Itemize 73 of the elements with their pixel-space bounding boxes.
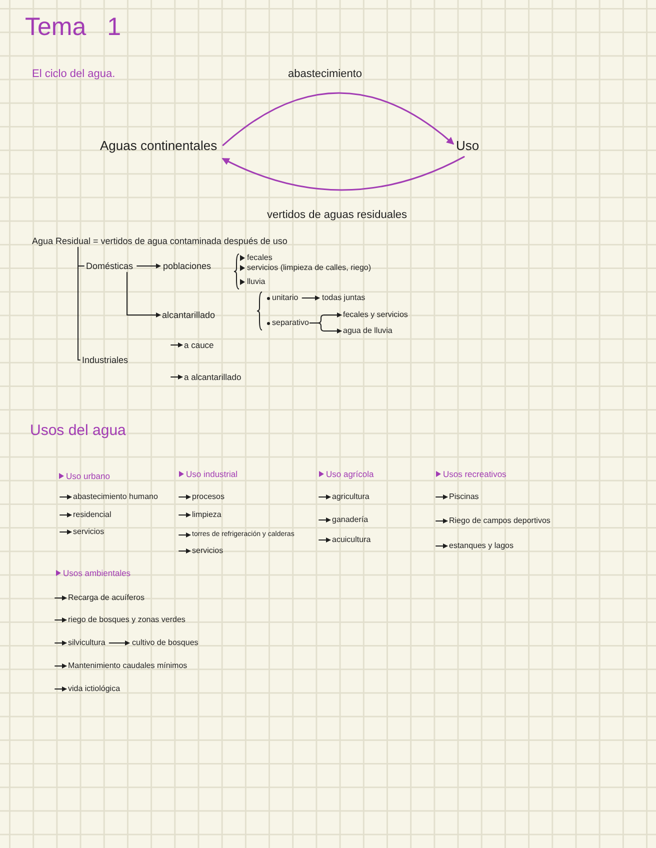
edge-label: vertidos de aguas residuales <box>267 209 408 223</box>
list-item-text: Recarga de acuíferos <box>68 593 144 603</box>
arrow <box>178 494 191 500</box>
category-heading: Uso industrial <box>186 468 238 480</box>
section-heading: Usos del agua <box>30 422 126 440</box>
list-item-text: residencial <box>73 510 112 520</box>
arrow <box>54 617 67 622</box>
list-item-text: Piscinas <box>449 492 479 502</box>
list-item-text: servicios <box>73 527 104 537</box>
arrow <box>436 494 448 500</box>
list-item-text: limpieza <box>192 510 222 520</box>
arrow <box>54 663 67 668</box>
arrow <box>170 374 183 380</box>
list-item-text: vida ictiológica <box>68 684 120 694</box>
list-item-text: lluvia <box>247 277 266 287</box>
tree-item-label: separativo <box>272 318 309 328</box>
arrow <box>178 512 191 518</box>
section-heading: El ciclo del agua. <box>32 68 116 82</box>
tree-item-label: poblaciones <box>163 260 212 272</box>
arrow <box>126 272 161 318</box>
arrow <box>309 322 342 334</box>
arrow <box>178 532 191 538</box>
list-item-text: servicios (limpieza de calles, riego) <box>247 263 372 273</box>
arrow <box>318 537 331 542</box>
tree-item-label: unitario <box>272 293 298 303</box>
arrow <box>178 548 191 554</box>
list-item-text: ganadería <box>332 515 368 525</box>
list-item-text: Riego de campos deportivos <box>449 516 550 526</box>
arrow <box>318 517 331 522</box>
list-item-text: riego de bosques y zonas verdes <box>68 615 186 625</box>
tree-item-label: a cauce <box>184 340 214 350</box>
list-item-text: abastecimiento humano <box>73 492 158 502</box>
category-heading: Usos recreativos <box>443 468 506 480</box>
arrow <box>54 686 67 692</box>
category-heading: Uso agrícola <box>326 468 374 480</box>
list-item-text: Mantenimiento caudales mínimos <box>68 661 188 671</box>
list-item-text: acuicultura <box>332 535 371 545</box>
tree-item-label: alcantarillado <box>162 310 216 320</box>
tree-item-label: agua de lluvia <box>343 326 392 336</box>
list-item-text: estanques y lagos <box>449 541 514 551</box>
arrow <box>136 264 161 268</box>
arrow <box>222 156 465 191</box>
tree-item-label: a alcantarillado <box>184 372 242 382</box>
arrow <box>302 295 320 300</box>
arrow <box>222 92 454 146</box>
list-item-text: servicios <box>192 546 224 556</box>
list-item-text: procesos <box>192 492 224 502</box>
tree-item-label: Domésticas <box>86 260 134 272</box>
tree-item-label: Industriales <box>82 354 128 366</box>
list-item-text: silvicultura <box>68 638 106 648</box>
list-item-text: fecales <box>247 253 272 263</box>
arrow <box>60 512 72 518</box>
cycle-stage-label: Aguas continentales <box>100 138 218 154</box>
arrow <box>54 640 67 646</box>
page-title: Tema 1 <box>25 12 121 42</box>
arrow <box>108 640 130 646</box>
definition-text: Agua Residual = vertidos de agua contaminada después de uso <box>32 236 288 246</box>
tree-item-label: todas juntas <box>322 293 366 303</box>
arrow <box>60 529 72 534</box>
category-heading: Usos ambientales <box>63 568 131 578</box>
list-item-text: cultivo de bosques <box>132 638 198 648</box>
arrow <box>54 595 67 600</box>
arrow <box>318 494 331 500</box>
edge-label: abastecimiento <box>288 68 362 82</box>
list-item-text: agricultura <box>332 492 370 502</box>
tree-line <box>78 246 80 360</box>
tree-item-label: fecales y servicios <box>343 310 408 320</box>
arrow <box>60 494 72 500</box>
arrow <box>436 518 448 524</box>
arrow <box>436 543 448 548</box>
cycle-stage-label: Uso <box>456 138 480 154</box>
arrow <box>170 342 183 348</box>
category-heading: Uso urbano <box>66 470 110 482</box>
